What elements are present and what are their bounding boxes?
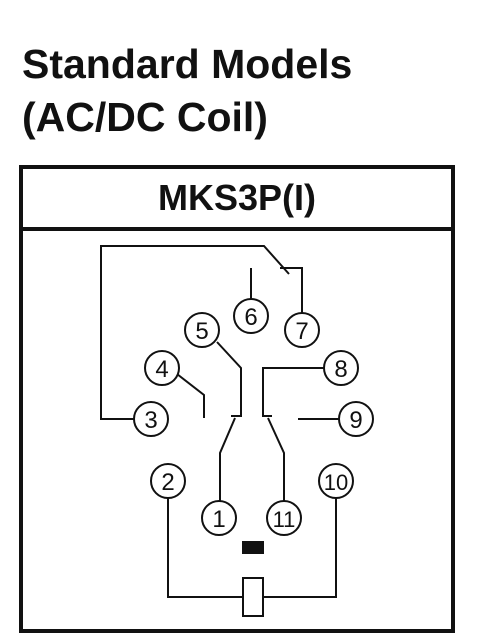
terminal-3: 3 bbox=[133, 401, 169, 437]
terminal-10-label: 10 bbox=[324, 470, 348, 495]
terminal-8-label: 8 bbox=[334, 356, 347, 383]
terminal-4: 4 bbox=[144, 350, 180, 386]
terminal-9-label: 9 bbox=[349, 407, 362, 434]
terminal-1: 1 bbox=[201, 500, 237, 536]
model-name: MKS3P(I) bbox=[23, 169, 451, 231]
terminal-10: 10 bbox=[318, 463, 354, 499]
page-title: Standard Models (AC/DC Coil) bbox=[22, 38, 352, 144]
terminal-3-label: 3 bbox=[144, 407, 157, 434]
terminal-1-label: 1 bbox=[212, 506, 225, 533]
terminal-6: 6 bbox=[233, 298, 269, 334]
polarity-mark bbox=[242, 541, 264, 554]
terminal-4-label: 4 bbox=[155, 356, 168, 383]
terminal-5: 5 bbox=[184, 312, 220, 348]
wire-1 bbox=[219, 417, 236, 501]
terminal-6-label: 6 bbox=[244, 304, 257, 331]
wire-8 bbox=[262, 367, 324, 417]
wire-10 bbox=[263, 498, 337, 598]
terminal-2: 2 bbox=[150, 463, 186, 499]
page-title-line-2: (AC/DC Coil) bbox=[22, 94, 268, 140]
coil bbox=[242, 577, 264, 617]
terminal-8: 8 bbox=[323, 350, 359, 386]
page-title-line-1: Standard Models bbox=[22, 41, 353, 87]
model-table: MKS3P(I) bbox=[19, 165, 455, 633]
wire-11 bbox=[267, 417, 285, 501]
wire-loop-3 bbox=[100, 245, 290, 420]
terminal-7-label: 7 bbox=[295, 318, 308, 345]
wire-4 bbox=[176, 373, 205, 418]
terminal-7: 7 bbox=[284, 312, 320, 348]
wire-5 bbox=[216, 341, 242, 417]
terminal-2-label: 2 bbox=[161, 469, 174, 496]
terminal-9: 9 bbox=[338, 401, 374, 437]
wire-7 bbox=[280, 267, 303, 316]
terminal-11-label: 11 bbox=[273, 507, 296, 532]
terminal-5-label: 5 bbox=[195, 318, 208, 345]
terminal-11: 11 bbox=[266, 500, 302, 536]
wire-2 bbox=[167, 498, 243, 598]
